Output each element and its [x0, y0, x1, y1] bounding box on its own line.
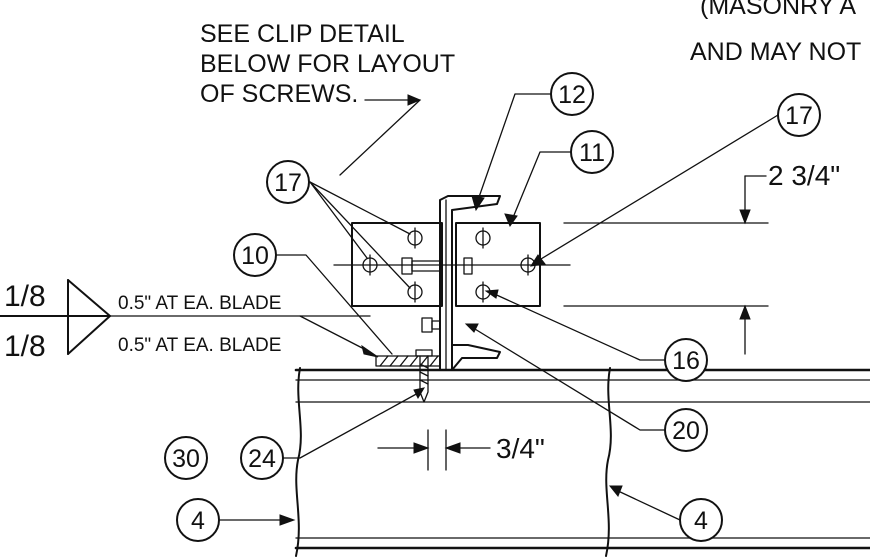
svg-text:11: 11 — [579, 139, 605, 167]
angle-blade — [439, 195, 501, 371]
callout-16: 16 — [664, 338, 708, 382]
height-dimension-label: 2 3/4" — [768, 160, 840, 191]
weld-bottom-size: 1/8 — [4, 330, 46, 363]
svg-text:17: 17 — [274, 169, 302, 197]
screw-group — [362, 227, 536, 303]
gap-dimension — [377, 429, 491, 471]
through-bolt — [401, 257, 473, 275]
svg-text:24: 24 — [248, 445, 276, 473]
svg-text:10: 10 — [241, 242, 269, 270]
weld-symbol — [0, 279, 379, 358]
callout-17-right: 17 — [777, 93, 821, 137]
callout-17-left: 17 — [266, 160, 310, 204]
callout-24: 24 — [240, 436, 284, 480]
callout-4-right: 4 — [679, 498, 723, 542]
svg-text:12: 12 — [558, 81, 586, 109]
lower-bolt — [421, 317, 441, 333]
weld-top-size: 1/8 — [4, 280, 46, 313]
masonry-note-line-2: AND MAY NOT — [690, 38, 861, 66]
clip-note-leader — [339, 94, 422, 176]
callout-20: 20 — [664, 408, 708, 452]
svg-text:16: 16 — [672, 347, 700, 375]
gap-dimension-label: 3/4" — [496, 433, 545, 464]
svg-text:4: 4 — [191, 507, 205, 535]
clip-note-line-3: OF SCREWS. — [200, 80, 358, 108]
callout-4-left: 4 — [176, 498, 220, 542]
beam-section — [294, 367, 870, 557]
callout-leaders — [218, 93, 779, 526]
svg-text:20: 20 — [672, 417, 700, 445]
clip-note-line-1: SEE CLIP DETAIL — [200, 20, 405, 48]
callout-11: 11 — [570, 130, 614, 174]
masonry-note-line-1: (MASONRY A — [700, 0, 856, 20]
weld-bottom-note: 0.5" AT EA. BLADE — [118, 335, 281, 356]
weld-top-note: 0.5" AT EA. BLADE — [118, 293, 281, 314]
anchor-screw — [415, 349, 433, 403]
callout-30: 30 — [164, 436, 208, 480]
svg-text:17: 17 — [785, 102, 813, 130]
svg-text:4: 4 — [694, 507, 708, 535]
callout-10: 10 — [233, 233, 277, 277]
clip-note-line-2: BELOW FOR LAYOUT — [200, 50, 455, 78]
height-dimension — [563, 175, 769, 355]
svg-text:30: 30 — [172, 445, 200, 473]
base-plate — [375, 355, 441, 367]
callout-12: 12 — [550, 72, 594, 116]
